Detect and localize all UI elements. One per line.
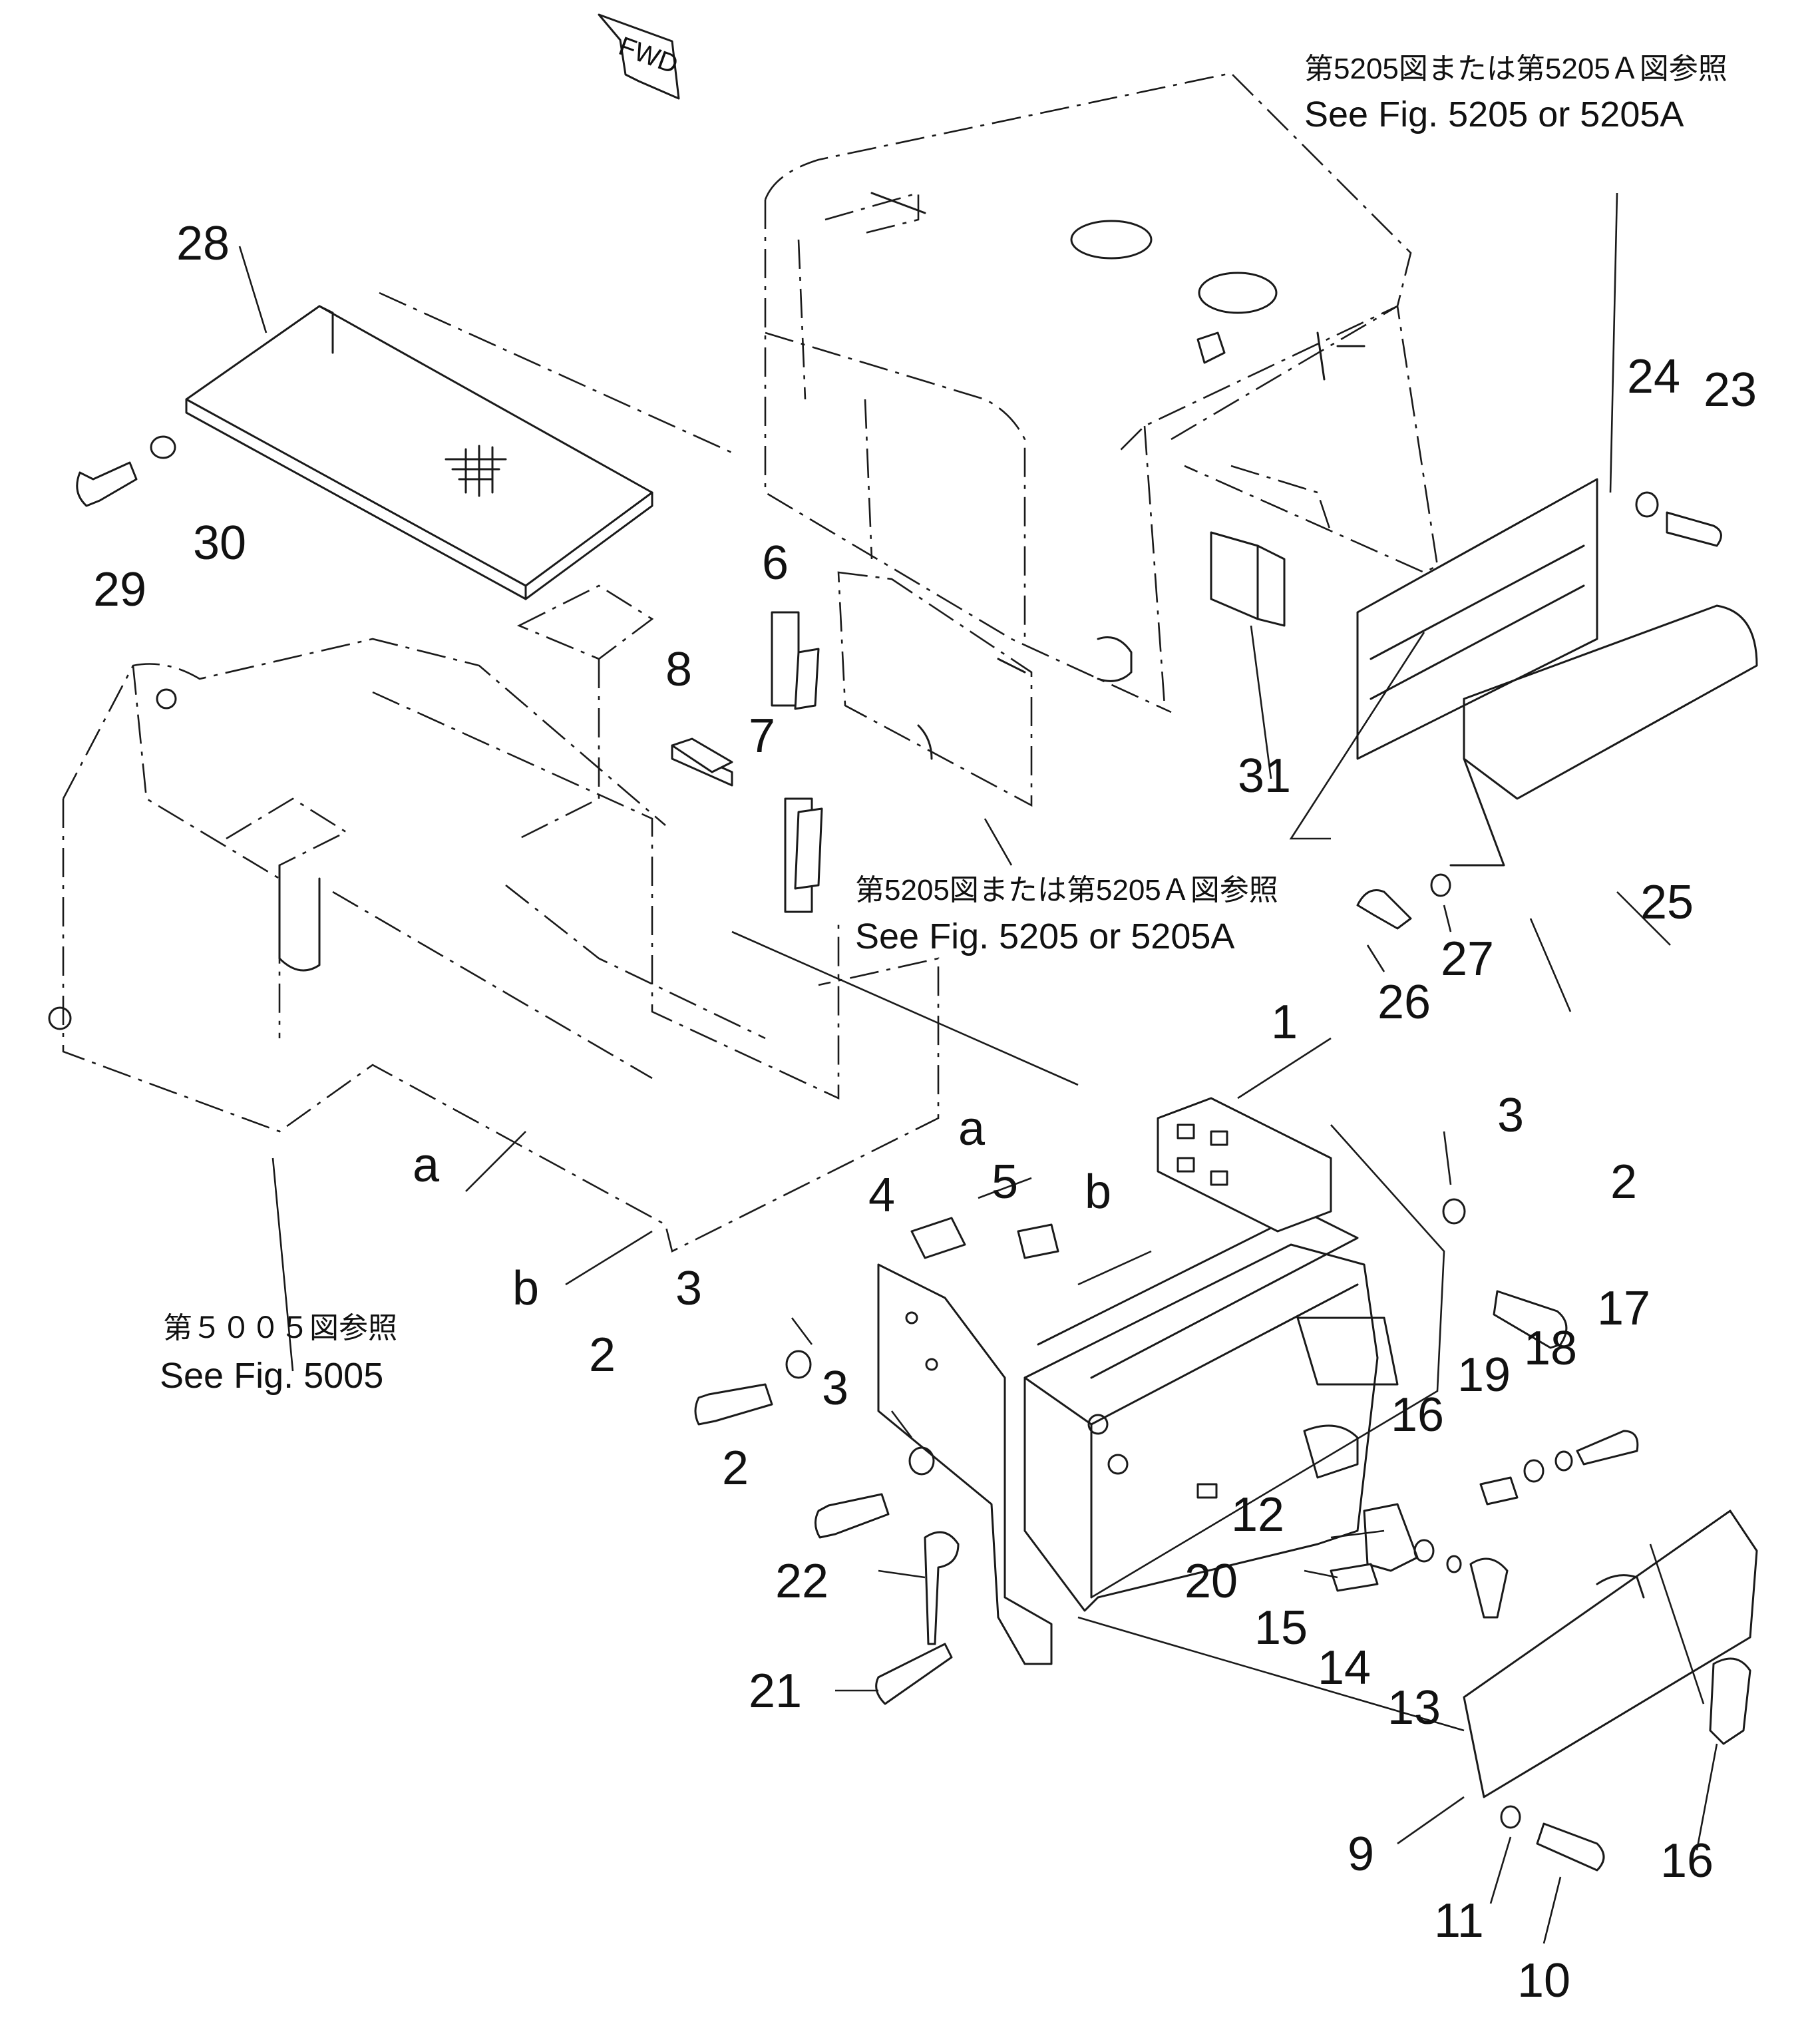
callout-2: 2 xyxy=(722,1442,749,1495)
callout-3: 3 xyxy=(822,1362,848,1415)
part-14-washer xyxy=(1413,1539,1435,1563)
part-19-washer xyxy=(1523,1459,1545,1483)
callout-22: 22 xyxy=(775,1555,828,1608)
callout-11: 11 xyxy=(1434,1894,1484,1947)
connection-label-a: a xyxy=(958,1102,986,1155)
callout-4: 4 xyxy=(868,1169,895,1222)
part-13-bolt xyxy=(1469,1557,1509,1619)
callout-29: 29 xyxy=(93,563,146,616)
rear-grille-frame xyxy=(1356,478,1598,760)
callout-14: 14 xyxy=(1318,1641,1371,1695)
callout-10: 10 xyxy=(1517,1954,1570,2007)
part-18-lock-washer xyxy=(1554,1450,1573,1472)
reference-jp: 第５００５図参照 xyxy=(163,1312,397,1344)
callout-13: 13 xyxy=(1387,1681,1441,1734)
connection-labels: a a b b xyxy=(413,1102,1111,1315)
callout-27: 27 xyxy=(1441,932,1494,986)
part-28-cover xyxy=(185,292,733,600)
callout-2: 2 xyxy=(1610,1155,1637,1209)
callout-19: 19 xyxy=(1457,1348,1511,1402)
part-29-bolt xyxy=(76,461,138,507)
part-2-bolt-a xyxy=(694,1383,773,1426)
part-3-washer-b xyxy=(908,1446,935,1476)
reference-jp: 第5205図または第5205Ａ図参照 xyxy=(855,874,1278,907)
callout-6: 6 xyxy=(762,536,789,590)
callout-24: 24 xyxy=(1627,350,1680,403)
connection-label-b: b xyxy=(1085,1165,1111,1219)
cab-assembly xyxy=(764,72,1439,713)
callout-16: 16 xyxy=(1660,1834,1714,1888)
callout-21: 21 xyxy=(749,1665,802,1718)
callout-3: 3 xyxy=(675,1262,702,1315)
callout-1: 1 xyxy=(1271,996,1298,1049)
part-20-plate xyxy=(1330,1563,1379,1592)
part-7-spacer xyxy=(794,807,823,890)
main-frame-part-1 xyxy=(877,1097,1399,1665)
callout-16: 16 xyxy=(1391,1388,1444,1442)
part-25-cover xyxy=(1449,604,1758,867)
callout-9: 9 xyxy=(1348,1828,1374,1881)
callout-28: 28 xyxy=(176,217,230,270)
part-15-lock-washer xyxy=(1446,1555,1462,1573)
fwd-arrow-icon: FWD xyxy=(598,13,682,100)
reference-top-right: 第5205図または第5205Ａ図参照 See Fig. 5205 or 5205… xyxy=(1304,53,1728,134)
part-8-spacer xyxy=(671,737,733,773)
part-12-bracket xyxy=(1363,1503,1419,1572)
callout-15: 15 xyxy=(1254,1601,1308,1655)
callout-20: 20 xyxy=(1184,1555,1238,1608)
part-26-bolt xyxy=(1356,889,1412,930)
callout-25: 25 xyxy=(1640,876,1694,929)
connection-label-b: b xyxy=(512,1262,539,1315)
part-16-bracket-upper xyxy=(1479,1476,1519,1506)
reference-en: See Fig. 5205 or 5205A xyxy=(1304,95,1684,134)
part-9-panel xyxy=(1463,1510,1758,1798)
part-23-bolt xyxy=(1666,511,1722,547)
callout-31: 31 xyxy=(1238,749,1291,803)
reference-jp: 第5205図または第5205Ａ図参照 xyxy=(1304,53,1728,85)
part-4-shim xyxy=(910,1217,966,1259)
connection-label-a: a xyxy=(413,1139,440,1192)
callout-3: 3 xyxy=(1497,1089,1524,1142)
part-10-bolt xyxy=(1536,1822,1605,1872)
callout-30: 30 xyxy=(193,516,246,570)
reference-en: See Fig. 5205 or 5205A xyxy=(855,916,1234,956)
part-16-bracket-lower xyxy=(1709,1657,1751,1745)
cab-side-panel xyxy=(837,571,1033,807)
part-17-bolt xyxy=(1576,1430,1639,1466)
part-22-pin xyxy=(924,1531,960,1645)
callout-26: 26 xyxy=(1377,976,1431,1029)
callout-18: 18 xyxy=(1524,1322,1577,1375)
callout-labels: 1 2 2 2 2 3 3 3 3 4 5 6 7 8 9 10 11 12 1… xyxy=(93,217,1757,2007)
part-5-shim xyxy=(1017,1223,1059,1259)
callout-8: 8 xyxy=(665,643,692,696)
part-27-washer xyxy=(1430,873,1451,897)
part-2-bolt-b xyxy=(815,1493,890,1539)
callout-5: 5 xyxy=(992,1155,1018,1209)
part-31-block xyxy=(1210,531,1286,627)
callout-17: 17 xyxy=(1597,1282,1650,1335)
part-6-spacer xyxy=(794,648,820,710)
callout-12: 12 xyxy=(1231,1488,1284,1541)
part-2-bolt-c xyxy=(1493,1290,1568,1349)
reference-en: See Fig. 5005 xyxy=(160,1356,383,1396)
reference-middle: 第5205図または第5205Ａ図参照 See Fig. 5205 or 5205… xyxy=(855,874,1278,956)
part-30-washer xyxy=(150,435,176,459)
part-24-washer xyxy=(1635,491,1659,518)
part-3-washer-a xyxy=(785,1350,812,1379)
callout-7: 7 xyxy=(749,710,775,763)
callout-2: 2 xyxy=(589,1328,616,1382)
part-21-pin xyxy=(875,1643,953,1705)
reference-left: 第５００５図参照 See Fig. 5005 xyxy=(160,1312,397,1396)
leader-lines xyxy=(238,192,1718,1944)
part-11-washer xyxy=(1500,1805,1521,1829)
part-3-washer-c xyxy=(1442,1198,1466,1225)
callout-23: 23 xyxy=(1704,363,1757,417)
